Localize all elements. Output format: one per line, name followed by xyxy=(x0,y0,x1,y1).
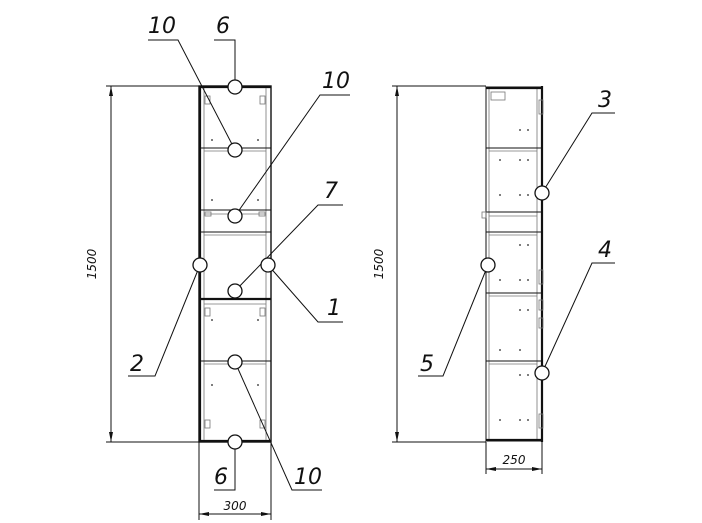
side-depth-dimension: 250 xyxy=(485,442,543,474)
callout-label: 2 xyxy=(130,352,144,377)
callout-top-hinge: 6 xyxy=(214,14,243,95)
callout-shelf-support: 7 xyxy=(227,179,343,299)
callout-circle xyxy=(534,365,550,381)
front-hardware-marks xyxy=(204,95,266,429)
callout-circle xyxy=(227,142,243,158)
side-shelves xyxy=(486,147,542,365)
side-height-label: 1500 xyxy=(372,248,386,279)
callout-shelf-lower: 10 xyxy=(227,354,322,491)
callout-circle xyxy=(227,283,243,299)
callout-label: 3 xyxy=(598,88,612,113)
callout-left-side: 2 xyxy=(128,257,208,377)
front-cabinet-outline xyxy=(198,85,272,443)
callout-shelf-upper: 10 xyxy=(148,14,243,158)
callout-label: 7 xyxy=(324,179,338,204)
callout-label: 6 xyxy=(214,465,228,490)
front-view: 1500 300 6 10 10 xyxy=(85,14,350,520)
front-width-dimension: 300 xyxy=(198,442,272,520)
callout-circle xyxy=(260,257,276,273)
callout-label: 10 xyxy=(148,14,176,39)
callout-label: 1 xyxy=(327,296,341,321)
front-width-label: 300 xyxy=(224,499,247,513)
side-hardware-marks xyxy=(481,91,544,429)
callout-circle xyxy=(480,257,496,273)
callout-label: 6 xyxy=(216,14,230,39)
front-height-dimension: 1500 xyxy=(85,85,199,443)
side-depth-label: 250 xyxy=(503,453,526,467)
callout-shelf-mid: 10 xyxy=(227,69,350,224)
side-view: 1500 250 3 4 5 xyxy=(372,85,615,474)
callout-circle xyxy=(227,208,243,224)
callout-circle xyxy=(227,79,243,95)
callout-label: 5 xyxy=(420,352,434,377)
callout-bottom-hinge: 6 xyxy=(214,434,243,491)
side-height-dimension: 1500 xyxy=(372,85,486,443)
callout-shelf-side: 5 xyxy=(418,257,496,377)
callout-circle xyxy=(192,257,208,273)
callout-circle xyxy=(227,354,243,370)
callout-back-lower: 4 xyxy=(534,238,615,381)
callout-label: 10 xyxy=(322,69,350,94)
callout-circle xyxy=(227,434,243,450)
callout-right-side: 1 xyxy=(260,257,343,323)
callout-back-upper: 3 xyxy=(534,88,615,201)
callout-label: 4 xyxy=(598,238,612,263)
callout-label: 10 xyxy=(294,465,322,490)
front-height-label: 1500 xyxy=(85,248,99,279)
callout-circle xyxy=(534,185,550,201)
